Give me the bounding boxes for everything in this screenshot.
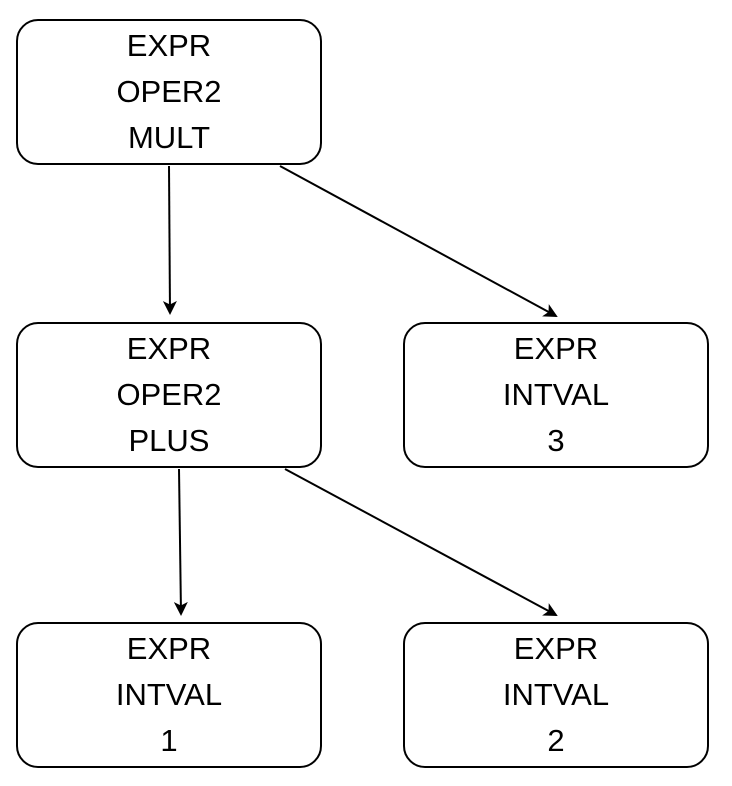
node-line: EXPR [126, 331, 212, 366]
node-line: EXPR [513, 631, 599, 666]
edge-root-to-plus [162, 165, 177, 315]
edge-plus-to-one [173, 468, 188, 616]
node-expr-intval-3: EXPR INTVAL 3 [403, 322, 709, 468]
node-line: INTVAL [502, 377, 610, 412]
node-line: 3 [547, 423, 565, 458]
edge-plus-to-two [284, 468, 558, 616]
edge-root-to-three [279, 165, 558, 317]
node-line: PLUS [128, 423, 210, 458]
node-expr-oper2-plus: EXPR OPER2 PLUS [16, 322, 322, 468]
node-expr-oper2-mult: EXPR OPER2 MULT [16, 19, 322, 165]
node-line: 2 [547, 723, 565, 758]
node-expr-intval-2: EXPR INTVAL 2 [403, 622, 709, 768]
node-line: EXPR [126, 631, 212, 666]
node-line: 1 [160, 723, 178, 758]
node-line: OPER2 [116, 377, 222, 412]
node-expr-intval-1: EXPR INTVAL 1 [16, 622, 322, 768]
node-line: INTVAL [115, 677, 223, 712]
node-line: INTVAL [502, 677, 610, 712]
node-line: OPER2 [116, 74, 222, 109]
node-line: EXPR [513, 331, 599, 366]
node-line: EXPR [126, 28, 212, 63]
node-line: MULT [127, 120, 211, 155]
